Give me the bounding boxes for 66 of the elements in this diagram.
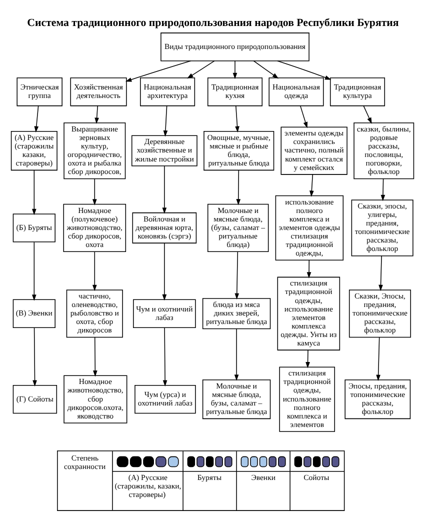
node-box: Деревянные хозяйственные и жилые постройки bbox=[131, 135, 198, 166]
arrow bbox=[378, 256, 383, 292]
arrow bbox=[235, 106, 240, 133]
arrow bbox=[253, 60, 279, 79]
node-box: Сказки, Эпосы, предания, топонимические рассказы, фольклор bbox=[348, 290, 411, 338]
node-box: сказки, былины, родовые рассказы, пословицы, поговорки, фольклор bbox=[354, 122, 414, 180]
node-box: стилизация традиционной одежды, использование элементов комплекса одежды. Унты из камуса bbox=[277, 276, 340, 350]
node-box: Эпосы, предания, топонимические рассказы, фольклор bbox=[344, 380, 411, 420]
arrow bbox=[162, 242, 167, 301]
arrow bbox=[276, 60, 332, 80]
node-box: Виды традиционного природопользования bbox=[160, 32, 310, 62]
arrow bbox=[380, 178, 386, 202]
arrow bbox=[187, 60, 215, 79]
arrow bbox=[376, 337, 380, 381]
node-box: Номадное (полукочевое) животноводство, сбор дикоросов, охота bbox=[63, 204, 126, 252]
node-box: Молочные и мясные блюда, (бузы, саламат – ритуальные блюда) bbox=[207, 204, 269, 252]
arrow bbox=[310, 174, 314, 197]
node-box: (А) Русские (старожилы казаки, староверы) bbox=[10, 131, 58, 171]
arrow bbox=[300, 106, 308, 128]
arrow bbox=[234, 328, 239, 381]
arrow bbox=[163, 106, 168, 137]
arrow bbox=[232, 60, 238, 80]
node-box: Сказки, эпосы, улигеры, предания, топонимические рассказы, фольклор bbox=[351, 200, 414, 256]
node-box: Чум и охотничий лабаз bbox=[133, 299, 196, 328]
arrow bbox=[94, 106, 99, 124]
arrow bbox=[162, 166, 167, 214]
arrow bbox=[125, 60, 192, 82]
arrow bbox=[32, 328, 37, 386]
node-box: Национальная одежда bbox=[268, 78, 324, 106]
arrow bbox=[32, 242, 36, 301]
node-box: Хозяйственная деятельность bbox=[70, 78, 127, 106]
node-box: Этническая группа bbox=[16, 78, 62, 106]
node-box: стилизация традиционной одежды, использование полного комплекса и элементов bbox=[279, 366, 336, 432]
node-box: Войлочная и деревянная юрта, коновязь (сэргэ) bbox=[132, 212, 197, 244]
label: Эвенки bbox=[251, 472, 276, 482]
node-box: (Б) Буряты bbox=[12, 214, 56, 242]
diagram-title: Система традиционного природопользования народов Республики Бурятия bbox=[27, 17, 399, 30]
arrow bbox=[234, 251, 240, 300]
node-box: Чум (урса) и охотничий лабаз bbox=[134, 384, 196, 414]
label: Степень сохранности bbox=[64, 454, 106, 472]
arrow bbox=[92, 178, 97, 206]
arrow bbox=[162, 328, 168, 386]
arrow bbox=[92, 251, 97, 292]
node-box: блюда из мяса диких зверей, ритуальные блюда bbox=[202, 298, 271, 330]
node-box: использование полного комплекса и элементов одежды стилизация традиционной одежды, bbox=[275, 195, 344, 261]
node-box: частично, оленеводство, рыболовство и охота, сбор дикоросов bbox=[66, 290, 123, 338]
arrow bbox=[306, 350, 310, 368]
label: Буряты bbox=[197, 472, 222, 482]
node-box: (Г) Сойоты bbox=[12, 384, 58, 414]
arrow bbox=[34, 106, 39, 133]
label: (А) Русские (старожилы, казаки, староверы) bbox=[114, 472, 182, 500]
arrow bbox=[32, 170, 36, 216]
arrow bbox=[363, 106, 372, 124]
node-box: элементы одежды сохранились частично, полный комплект остался у семейских bbox=[280, 126, 348, 175]
node-box: Традиционная кухня bbox=[207, 78, 263, 106]
node-box: Овощные, мучные, мясные и рыбные блюда, ритуальные блюда bbox=[204, 131, 274, 171]
arrow bbox=[92, 337, 98, 377]
label: Сойоты bbox=[304, 472, 330, 482]
node-box: Номадное животноводство, сбор дикоросов.охота, яководство bbox=[64, 375, 128, 424]
arrow bbox=[236, 170, 241, 206]
arrow bbox=[306, 260, 312, 278]
node-box: Молочные и мясные блюда, бузы, саламат – ритуальные блюда bbox=[202, 380, 271, 420]
node-box: Традиционная культура bbox=[330, 78, 386, 106]
node-box: Выращивание зерновых культур, огородничество, охота и рыбалка сбор дикоросов, bbox=[64, 122, 126, 180]
node-box: (В) Эвенки bbox=[12, 299, 56, 328]
node-box: Национальная архитектура bbox=[140, 78, 196, 106]
